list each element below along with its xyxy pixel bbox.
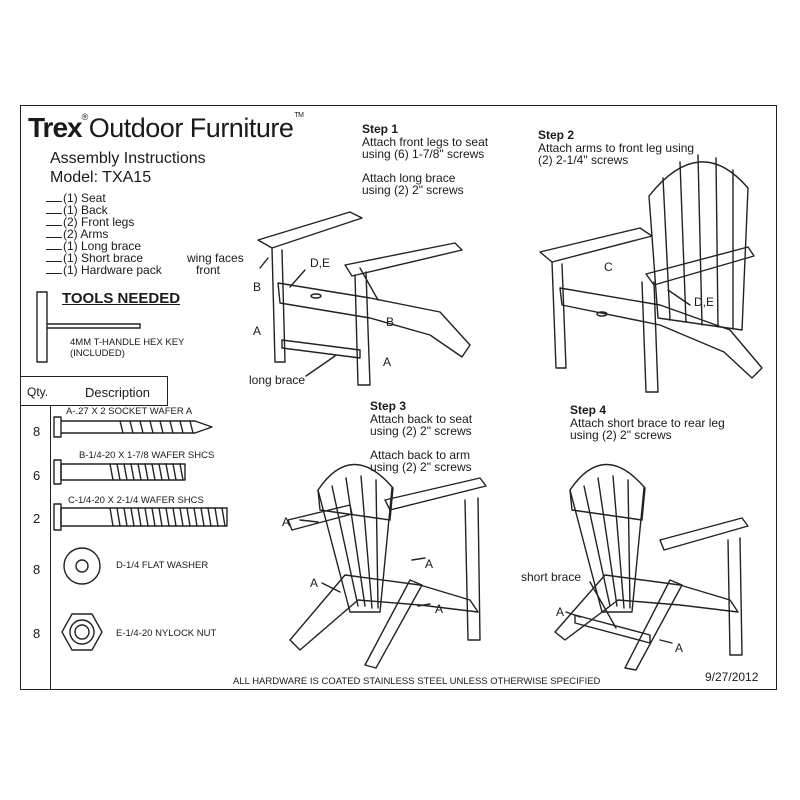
footer-note: ALL HARDWARE IS COATED STAINLESS STEEL U… [233, 676, 601, 687]
screw-a-icon [53, 416, 213, 438]
callout-a: A [675, 641, 684, 655]
callout-a: A [253, 324, 262, 338]
step-2-text: Step 2 Attach arms to front leg using (2… [538, 128, 695, 167]
step-2-illustration [539, 154, 763, 393]
hardware-desc: E-1/4-20 NYLOCK NUT [116, 628, 217, 639]
step-1-illustration [257, 211, 471, 386]
step-3-title: Step 3 [370, 399, 407, 413]
hardware-table-header [20, 376, 168, 406]
page-border [20, 105, 777, 690]
callout-b: B [386, 315, 395, 329]
qty-cell: 8 [33, 626, 41, 641]
callout-short-brace: short brace [521, 570, 582, 584]
callout-de: D,E [310, 256, 331, 270]
list-item: (1) Short brace [46, 252, 162, 264]
hex-key-icon [36, 291, 141, 363]
list-item: (2) Front legs [46, 216, 162, 228]
qty-cell: 8 [33, 562, 41, 577]
callout-long-brace: long brace [249, 373, 306, 387]
callout-a: A [425, 557, 434, 571]
callout-wing-faces: wing faces [187, 251, 244, 265]
hardware-desc: B-1/4-20 X 1-7/8 WAFER SHCS [79, 450, 215, 461]
step-4-text: Step 4 Attach short brace to rear leg us… [570, 403, 725, 442]
callout-a: A [383, 355, 392, 369]
document-title: Assembly Instructions [50, 150, 206, 167]
description-header: Description [85, 385, 151, 400]
callout-a: A [556, 605, 565, 619]
step-3-text: Step 3 Attach back to seat using (2) 2" … [370, 399, 473, 474]
list-item: (1) Long brace [46, 240, 162, 252]
hardware-desc: C-1/4-20 X 2-1/4 WAFER SHCS [68, 495, 204, 506]
parts-list: (1) Seat (1) Back (2) Front legs (2) Arm… [46, 192, 162, 276]
hardware-desc: A-.27 X 2 SOCKET WAFER A [66, 406, 193, 417]
step-4-illustration [554, 463, 749, 671]
screw-c-icon [53, 503, 228, 531]
document-date: 9/27/2012 [705, 670, 759, 684]
step-2-title: Step 2 [538, 128, 575, 142]
callout-a: A [310, 576, 319, 590]
step-1-title: Step 1 [362, 122, 399, 136]
callout-a: A [435, 602, 444, 616]
washer-d-icon [63, 547, 101, 585]
step-1-text: Step 1 Attach front legs to seat using (… [362, 122, 489, 197]
hex-key-label: 4MM T-HANDLE HEX KEY (INCLUDED) [70, 337, 185, 359]
list-item: (1) Hardware pack [46, 264, 162, 276]
callout-c: C [604, 260, 613, 274]
screw-b-icon [53, 459, 186, 485]
list-item: (1) Back [46, 204, 162, 216]
callout-b: B [253, 280, 262, 294]
tools-needed-heading: TOOLS NEEDED [62, 290, 181, 307]
qty-cell: 8 [33, 424, 41, 439]
list-item: (2) Arms [46, 228, 162, 240]
qty-header: Qty. [27, 385, 49, 399]
callout-front: front [196, 263, 221, 277]
callout-a: A [282, 515, 291, 529]
qty-cell: 2 [33, 511, 41, 526]
trademark-mark: TM [294, 112, 304, 119]
list-item: (1) Seat [46, 192, 162, 204]
callout-de: D,E [694, 295, 715, 309]
step-4-title: Step 4 [570, 403, 607, 417]
step-3-illustration [287, 463, 487, 669]
registered-mark: ® [81, 112, 89, 122]
qty-column-divider [50, 405, 51, 690]
qty-cell: 6 [33, 468, 41, 483]
nut-e-icon [61, 613, 103, 651]
trex-logo: Trex®Outdoor FurnitureTM [28, 112, 304, 144]
hardware-desc: D-1/4 FLAT WASHER [116, 560, 209, 571]
model-number: Model: TXA15 [50, 169, 152, 186]
brand-rest: Outdoor Furniture [88, 113, 294, 143]
brand-name: Trex [28, 112, 83, 143]
